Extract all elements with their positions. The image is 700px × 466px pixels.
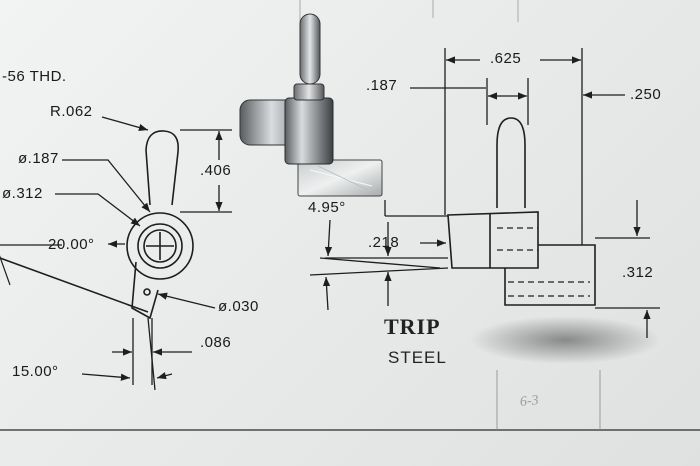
dim-diameter-187: ø.187 bbox=[18, 150, 59, 167]
right-view-side bbox=[447, 117, 596, 306]
dim-radius-tip: R.062 bbox=[50, 103, 93, 120]
dim-diameter-030: ø.030 bbox=[218, 298, 259, 315]
thread-note: -56 THD. bbox=[2, 68, 67, 85]
material-label: STEEL bbox=[388, 348, 447, 367]
dim-length-218: .218 bbox=[368, 234, 400, 251]
dim-length-086: .086 bbox=[200, 334, 232, 351]
sheet-borders bbox=[0, 0, 700, 431]
dim-length-312: .312 bbox=[622, 264, 654, 281]
dim-length-187: .187 bbox=[366, 77, 398, 94]
left-view-trip bbox=[0, 130, 194, 320]
left-dimension-lines bbox=[0, 116, 232, 391]
dim-length-406: .406 bbox=[200, 162, 232, 179]
dim-length-625: .625 bbox=[490, 50, 522, 67]
dim-angle-495: 4.95° bbox=[308, 199, 346, 216]
pencil-smudge bbox=[470, 316, 660, 364]
part-photo bbox=[239, 13, 383, 197]
part-name: TRIP bbox=[384, 314, 441, 339]
dim-angle-15: 15.00° bbox=[12, 363, 59, 380]
right-dimension-lines bbox=[309, 48, 660, 338]
dim-length-250: .250 bbox=[630, 86, 662, 103]
dim-angle-20: 20.00° bbox=[48, 236, 95, 253]
dim-diameter-312: ø.312 bbox=[2, 185, 43, 202]
handwritten-note: 6-3 bbox=[519, 393, 540, 410]
